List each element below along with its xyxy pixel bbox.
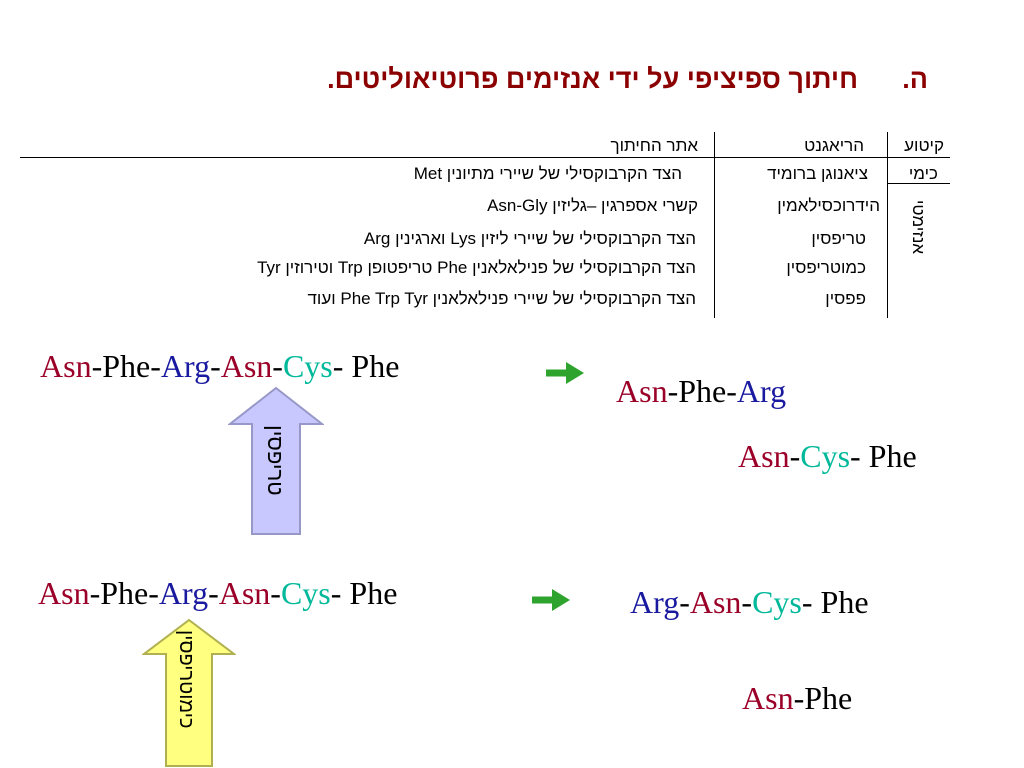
residue-asn: Asn <box>738 438 790 474</box>
trypsin-label: טריפסין <box>263 425 288 496</box>
peptide-bond: - <box>270 575 281 611</box>
residue-cys: Cys <box>282 348 333 384</box>
row-4-site: הצד הקרבוקסילי של שיירי פנילאלאנין Phe T… <box>307 289 696 308</box>
trypsin-arrow-icon <box>228 386 324 535</box>
residue-asn: Asn <box>218 575 271 611</box>
residue-asn: Asn <box>220 348 273 384</box>
group-chemical: כימי <box>908 164 938 183</box>
reaction-arrow-icon <box>546 362 584 384</box>
residue-arg: Arg <box>160 348 211 384</box>
row-0-site: הצד הקרבוקסילי של שיירי מתיונין Met <box>413 164 682 183</box>
slide-title: ה. חיתוך ספיציפי על ידי אנזימים פרוטיאולי… <box>128 64 928 95</box>
header-reagent: הריאגנט <box>804 136 864 155</box>
reaction-arrow-icon <box>532 589 570 611</box>
peptide-bond: - <box>208 575 219 611</box>
trypsin-substrate: Asn-Phe-Arg-Asn-Cys- Phe <box>40 348 399 385</box>
peptide-bond: - <box>272 348 283 384</box>
table-header-divider <box>20 157 950 158</box>
row-0-reagent: ציאנוגן ברומיד <box>767 164 868 183</box>
residue-cys: Cys <box>752 584 802 620</box>
residue-cys: Cys <box>280 575 331 611</box>
peptide-bond: - <box>210 348 221 384</box>
row-1-site: קשרי אספרגין –גליזין Asn-Gly <box>487 196 698 215</box>
residue-phe: - Phe <box>850 438 917 474</box>
row-2-reagent: טריפסין <box>811 229 866 248</box>
residue-cys: Cys <box>800 438 851 474</box>
residue-phe: -Phe <box>793 680 853 716</box>
table-group-divider <box>888 183 950 184</box>
residue-phe: - Phe <box>332 348 400 384</box>
residue-asn: Asn <box>742 680 794 716</box>
title-text: חיתוך ספיציפי על ידי אנזימים פרוטיאוליטי… <box>327 64 858 94</box>
residue-phe: - Phe <box>801 584 869 620</box>
trypsin-product-1: Asn-Phe-Arg <box>616 373 786 410</box>
residue-phe: -Phe- <box>91 348 161 384</box>
residue-asn: Asn <box>616 373 668 409</box>
chymotrypsin-substrate: Asn-Phe-Arg-Asn-Cys- Phe <box>38 575 397 612</box>
residue-asn: Asn <box>40 348 92 384</box>
residue-phe: -Phe- <box>667 373 737 409</box>
residue-asn: Asn <box>689 584 742 620</box>
residue-arg: Arg <box>158 575 209 611</box>
residue-asn: Asn <box>38 575 90 611</box>
row-3-site: הצד הקרבוקסילי של פנילאלאנין Phe טריפטופ… <box>257 258 696 277</box>
table-col-divider-2 <box>714 132 715 318</box>
title-number: ה. <box>902 64 928 94</box>
residue-phe: -Phe- <box>89 575 159 611</box>
chymotrypsin-product-2: Asn-Phe <box>742 680 852 717</box>
chymotrypsin-product-1: Arg-Asn-Cys- Phe <box>630 584 869 621</box>
row-4-reagent: פפסין <box>825 289 866 308</box>
row-2-site: הצד הקרבוקסילי של שיירי ליזין Lys וארגינ… <box>363 229 696 248</box>
trypsin-product-2: Asn-Cys- Phe <box>738 438 917 475</box>
chymotrypsin-arrow-icon <box>142 618 236 767</box>
group-enzymatic: אנזימטי <box>909 200 928 255</box>
header-category: קיטוע <box>904 136 944 155</box>
peptide-bond: - <box>741 584 753 620</box>
residue-arg: Arg <box>736 373 787 409</box>
peptide-bond: - <box>679 584 690 620</box>
residue-arg: Arg <box>630 584 680 620</box>
table-col-divider-1 <box>887 132 888 318</box>
peptide-bond: - <box>789 438 801 474</box>
chymotrypsin-label: כימוטריפסין <box>175 630 197 729</box>
residue-phe: - Phe <box>330 575 398 611</box>
row-3-reagent: כמוטריפסין <box>786 258 866 277</box>
header-site: אתר החיתוך <box>610 136 698 155</box>
cleavage-table: קיטוע הריאגנט אתר החיתוך כימי אנזימטי צי… <box>20 132 950 318</box>
row-1-reagent: הידרוכסילאמין <box>777 196 880 215</box>
